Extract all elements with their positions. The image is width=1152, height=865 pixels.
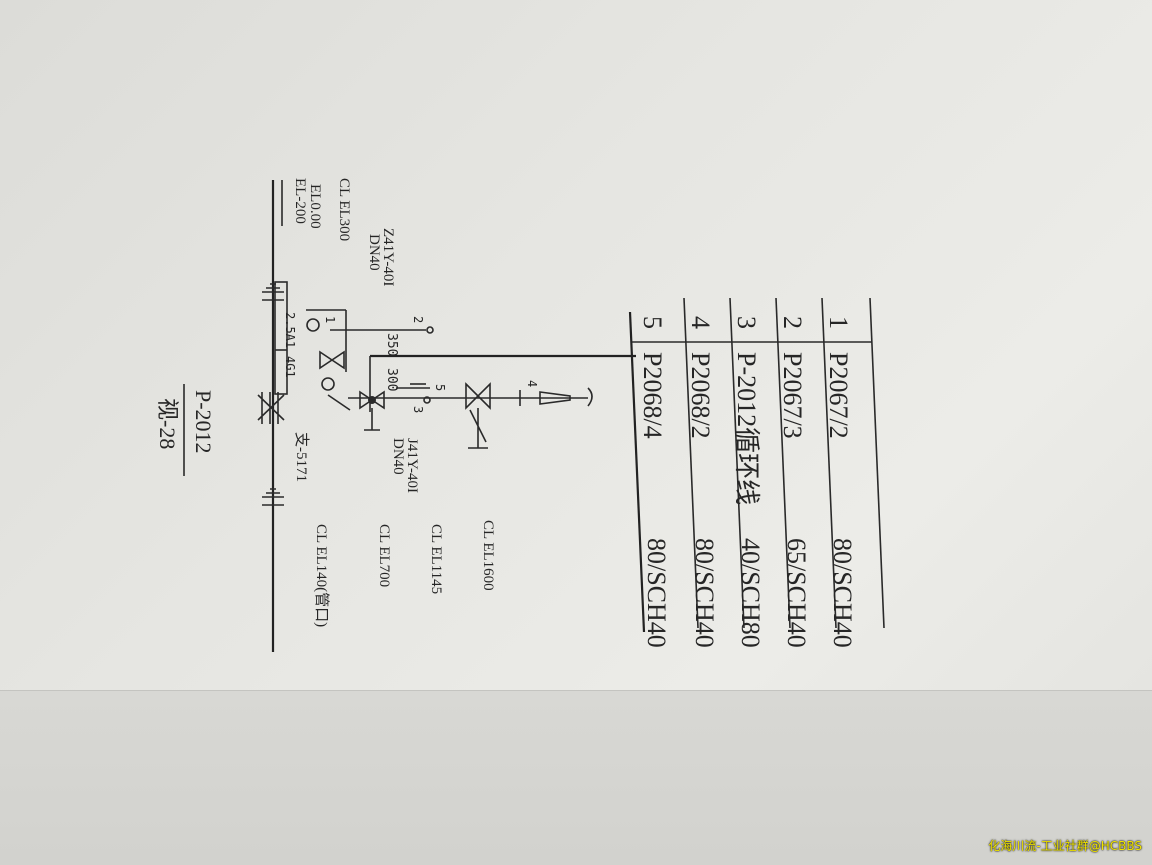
gate-valve-icon [319,350,345,391]
row-4-no: 4 [686,316,715,329]
elev-cl-el140: CL EL140(管口) [313,524,330,627]
row-2-line: P2067/3 [778,352,807,439]
valve-z41y-dn: DN40 [366,234,382,271]
table-rows: 1 P2067/2 80/SCH40 2 P2067/3 65/SCH40 3 … [638,316,857,648]
table-border-outer [869,297,885,629]
valve-labels: Z41Y-40I DN40 J41Y-40I DN40 [366,228,420,493]
ground-baseline [271,180,283,652]
elev-cl-el1600: CL EL1600 [480,520,496,591]
row-5-size: 80/SCH40 [642,538,671,648]
marker-3: 3 [411,406,425,413]
row-3-size: 40/SCH80 [736,538,765,648]
nozzle-bend [327,394,351,411]
elev-el000: EL0.00 [307,184,323,229]
base-count-label: 4G1 [283,356,297,378]
row-4-line: P2068/2 [686,352,715,439]
title-pump: P-2012 [191,390,216,454]
marker-2: 2 [411,316,425,323]
support-hatch-icon [257,392,285,424]
marker-4: 4 [525,380,539,387]
marker-5: 5 [433,384,447,391]
row-2-size: 65/SCH40 [782,538,811,648]
elev-cl-el700: CL EL700 [376,524,392,587]
table-row-divider [775,297,791,629]
valve-j41y-label: J41Y-40I [404,438,420,493]
row-1-size: 80/SCH40 [828,538,857,648]
row-2-no: 2 [778,316,807,329]
row-1-line: P2067/2 [824,352,853,439]
elev-cl-el300: CL EL300 [336,178,352,241]
row-3-no: 3 [732,316,761,329]
table-row-divider [821,297,837,629]
line-table [628,297,885,633]
title-view: 视-28 [155,398,180,449]
dimension-labels: 350 300 [384,333,399,391]
row-5-no: 5 [638,316,667,329]
paper-shadow-edge [0,690,1152,865]
line-markers: 1 2 3 4 5 [323,316,539,413]
marker-1: 1 [323,316,337,323]
ground-symbol-icon [262,488,284,506]
piping-lines [306,309,636,412]
reducer-icon [539,387,593,407]
table-row-divider [729,297,745,629]
valve-z41y-label: Z41Y-40I [380,228,396,286]
dim-300: 300 [384,368,399,391]
watermark: 化海川流-工业社群@HCBBS [988,839,1142,853]
row-5-line: P2068/4 [638,352,667,439]
row-1-no: 1 [824,316,853,329]
table-row-divider [683,297,699,629]
drawing-title: P-2012 视-28 [155,384,216,476]
elevation-labels: CL EL300 EL0.00 EL-200 CL EL1600 CL EL11… [292,178,496,627]
check-valve-icon [465,382,491,449]
row-3-line: P-2012循环线 [732,352,761,505]
base-labels: 2.5A1 4G1 [283,312,297,378]
dim-350: 350 [384,333,399,356]
pump-base [274,281,288,395]
elev-el-200: EL-200 [292,178,308,224]
tap-point-icon [306,318,434,404]
base-bolt-label: 2.5A1 [283,312,297,348]
table-border-inner [628,311,646,633]
elev-cl-el1145: CL EL1145 [428,524,444,594]
support-label: 支-5171 [293,432,310,482]
row-4-size: 80/SCH40 [690,538,719,648]
valve-j41y-dn: DN40 [390,438,406,475]
globe-valve-icon [359,390,385,431]
